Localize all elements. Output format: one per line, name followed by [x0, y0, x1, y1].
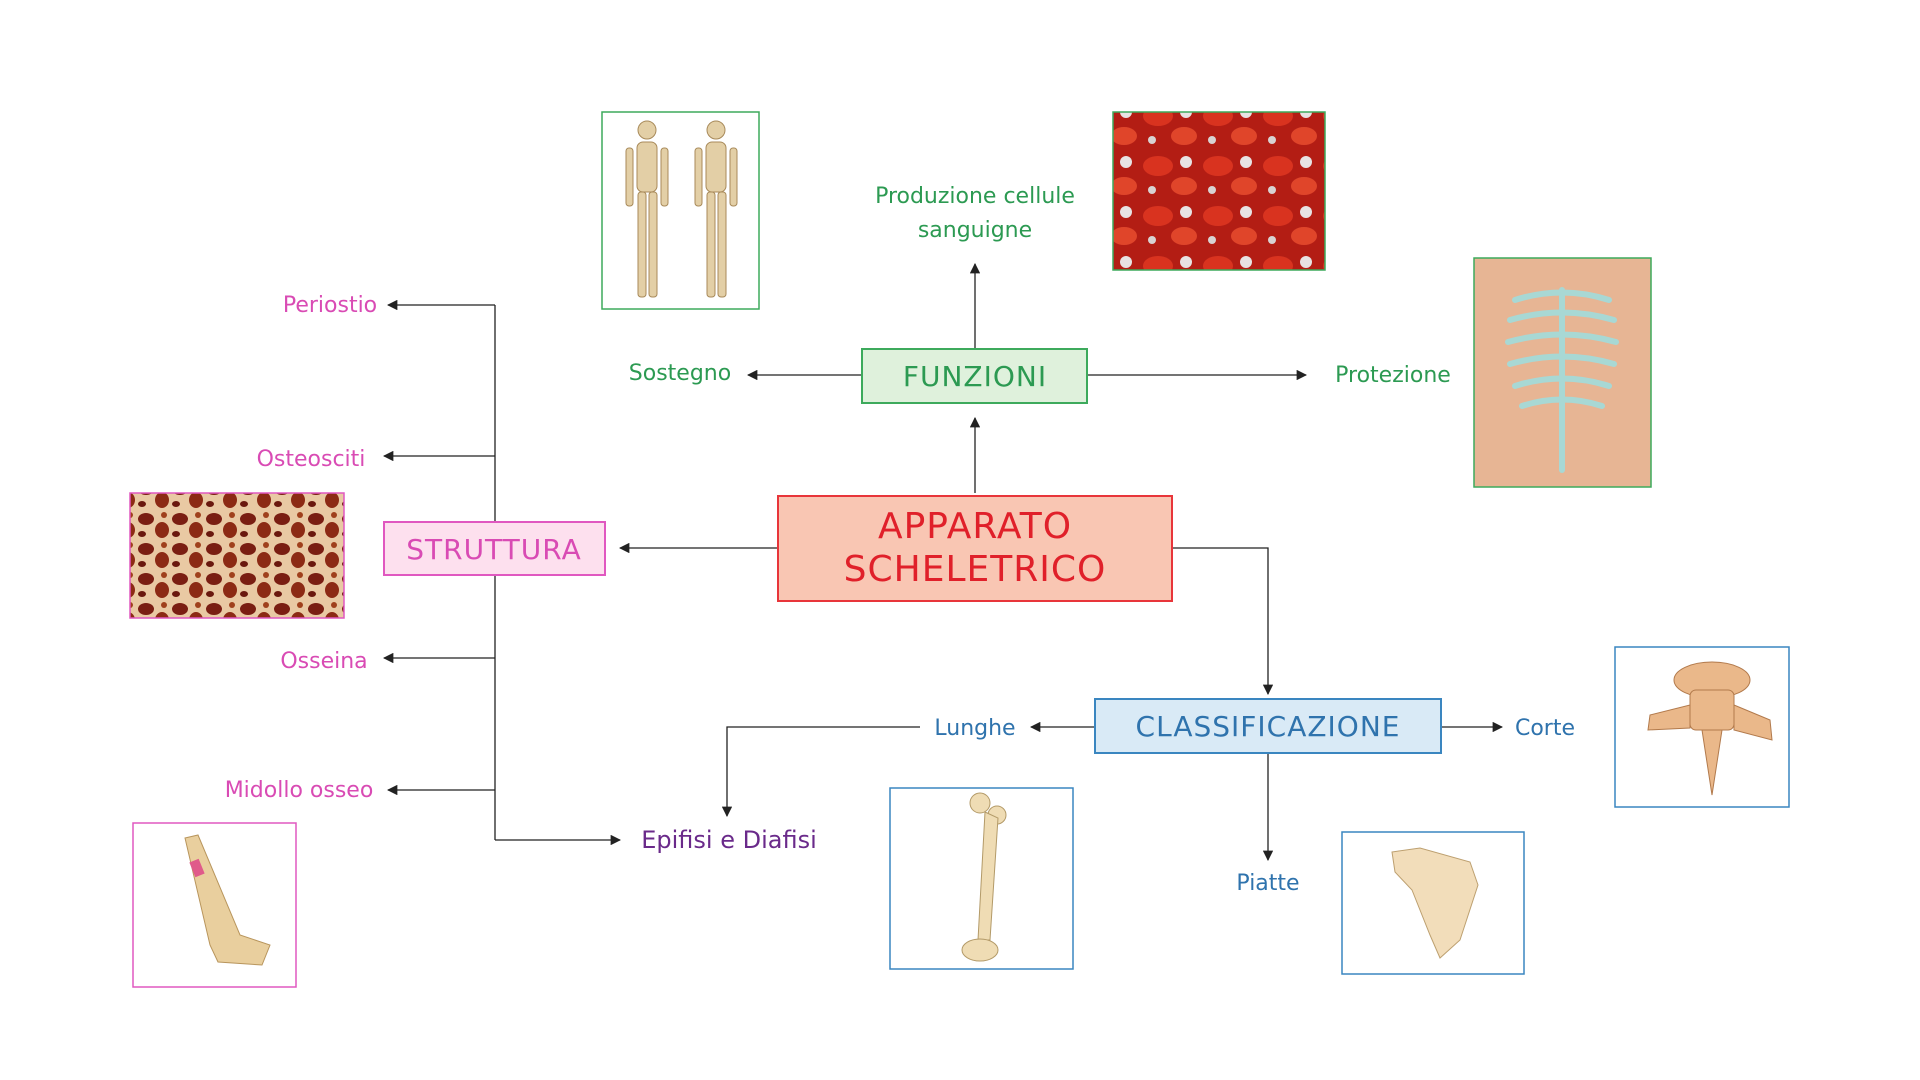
classificazione-node: CLASSIFICAZIONE: [1094, 698, 1442, 754]
label-corte: Corte: [1515, 716, 1575, 741]
vertebra-image: [1614, 646, 1790, 808]
label-sostegno: Sostegno: [629, 361, 731, 386]
label-periostio: Periostio: [283, 293, 377, 318]
spongy-bone-image: [129, 492, 345, 619]
struttura-title: STRUTTURA: [406, 533, 582, 566]
scapula-image: [1341, 831, 1525, 975]
blood-cells-image: [1112, 111, 1326, 271]
label-produzione-line2: sanguigne: [918, 218, 1032, 243]
rib-cage-image: [1473, 257, 1652, 488]
funzioni-title: FUNZIONI: [903, 360, 1047, 393]
bone-section-image: [132, 822, 297, 988]
label-lunghe: Lunghe: [934, 716, 1015, 741]
femur-image: [889, 787, 1074, 970]
funzioni-node: FUNZIONI: [861, 348, 1088, 404]
classificazione-title: CLASSIFICAZIONE: [1136, 710, 1401, 743]
struttura-node: STRUTTURA: [383, 521, 606, 576]
label-midollo-osseo: Midollo osseo: [225, 778, 374, 803]
main-node: APPARATO SCHELETRICO: [777, 495, 1173, 602]
label-piatte: Piatte: [1236, 871, 1299, 896]
label-produzione-line1: Produzione cellule: [875, 184, 1075, 209]
label-osteosciti: Osteosciti: [257, 447, 366, 472]
label-epifisi-diafisi: Epifisi e Diafisi: [641, 826, 817, 854]
label-protezione: Protezione: [1335, 363, 1451, 388]
main-title-line1: APPARATO: [878, 506, 1072, 547]
skeleton-image: [601, 111, 760, 310]
label-osseina: Osseina: [280, 649, 367, 674]
main-title-line2: SCHELETRICO: [844, 549, 1107, 590]
